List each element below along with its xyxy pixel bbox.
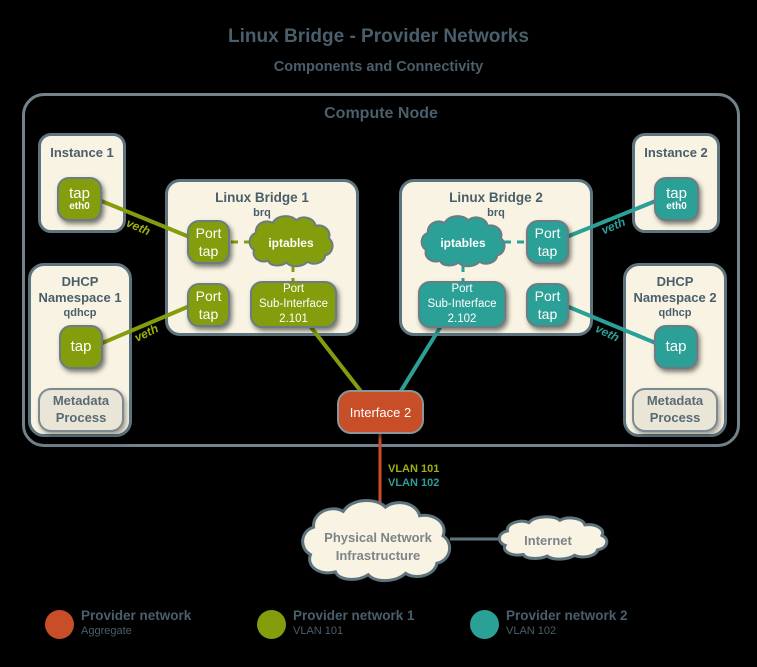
- bridge2-subif-line2: Sub-Interface: [427, 298, 497, 311]
- dhcp2-tap-label: tap: [665, 338, 687, 356]
- bridge2-port-top-line2: tap: [537, 243, 558, 259]
- bridge1-port-top-line2: tap: [198, 243, 219, 259]
- dhcp2-title-line1: DHCP: [656, 274, 694, 289]
- bridge2-subif-line3: 2.102: [447, 312, 477, 325]
- dhcp1-title-line1: DHCP: [61, 274, 99, 289]
- dhcp1-tap-label: tap: [70, 338, 92, 356]
- provider-network1-dot-icon: [257, 610, 286, 639]
- interface2-chip: Interface 2: [337, 390, 424, 434]
- veth-line-dhcp1: [99, 303, 193, 346]
- metadata1-line2: Process: [55, 410, 107, 425]
- bridge2-port-bottom-line1: Port: [534, 287, 561, 304]
- provider-network2-dot-icon: [470, 610, 499, 639]
- bridge2-port-bottom-line2: tap: [537, 306, 558, 322]
- veth-line-instance2: [563, 198, 659, 240]
- legend-item-provider-network: Provider network Aggregate: [45, 608, 191, 639]
- subif2-to-interface2-line: [397, 324, 443, 396]
- metadata-process1-box: Metadata Process: [38, 388, 124, 432]
- bridge1-port-top-line1: Port: [195, 224, 222, 241]
- bridge1-subif-line3: 2.101: [279, 312, 308, 325]
- instance1-title: Instance 1: [50, 145, 114, 160]
- physical-network-line2: Infrastructure: [335, 547, 421, 563]
- compute-node-label: Compute Node: [324, 105, 438, 122]
- bridge1-port-tap-top-chip: Port tap: [187, 220, 230, 264]
- legend3-label: Provider network 2: [506, 608, 628, 623]
- instance1-tap-sublabel: eth0: [69, 201, 90, 213]
- bridge1-port-bottom-line2: tap: [198, 306, 219, 322]
- vlan102-label: VLAN 102: [388, 477, 440, 489]
- bridge2-port-top-line1: Port: [534, 224, 561, 241]
- dhcp2-title-line2: Namespace 2: [633, 290, 717, 306]
- instance1-tap-label: tap: [69, 184, 90, 202]
- metadata1-line1: Metadata: [52, 393, 110, 409]
- instance2-tap-sublabel: eth0: [666, 201, 687, 213]
- page-title: Linux Bridge - Provider Networks: [228, 26, 529, 47]
- bridge2-title: Linux Bridge 2: [449, 190, 543, 205]
- bridge1-port-tap-bottom-chip: Port tap: [187, 283, 230, 327]
- legend2-label: Provider network 1: [293, 608, 415, 623]
- dhcp2-tap-chip: tap: [654, 325, 698, 369]
- physical-network-line1: Physical Network: [324, 530, 432, 545]
- iptables1-label: iptables: [268, 236, 314, 250]
- page-subtitle: Components and Connectivity: [273, 59, 484, 75]
- instance2-tap-chip: tap eth0: [654, 177, 699, 221]
- instance1-tap-chip: tap eth0: [57, 177, 102, 221]
- dhcp1-subtitle: qdhcp: [63, 306, 97, 319]
- dhcp1-title-line2: Namespace 1: [38, 290, 122, 306]
- provider-network-aggregate-dot-icon: [45, 610, 74, 639]
- veth-line-instance1: [98, 198, 193, 240]
- bridge2-subtitle: brq: [487, 206, 505, 219]
- bridge1-subif-line2: Sub-Interface: [258, 298, 329, 311]
- bridge1-port-bottom-line1: Port: [195, 287, 222, 304]
- instance2-title: Instance 2: [644, 145, 708, 160]
- iptables2-cloud-icon: [422, 216, 505, 266]
- internet-label: Internet: [524, 533, 572, 548]
- iptables2-label: iptables: [440, 236, 486, 250]
- bridge2-sub-interface-chip: Port Sub-Interface 2.102: [418, 281, 506, 328]
- metadata2-line2: Process: [649, 410, 701, 425]
- legend2-sublabel: VLAN 101: [293, 625, 344, 638]
- bridge1-subtitle: brq: [253, 206, 271, 219]
- metadata-process2-box: Metadata Process: [632, 388, 718, 432]
- legend1-label: Provider network: [81, 608, 192, 623]
- vlan101-label: VLAN 101: [388, 463, 440, 475]
- veth-line-dhcp2: [563, 303, 659, 346]
- iptables1-cloud-icon: [250, 216, 333, 266]
- subif1-to-interface2-line: [308, 324, 365, 396]
- bridge1-sub-interface-chip: Port Sub-Interface 2.101: [250, 281, 337, 328]
- physical-network-cloud: [303, 500, 450, 580]
- interface2-label: Interface 2: [349, 404, 412, 420]
- legend-item-provider-network1: Provider network 1 VLAN 101: [257, 608, 415, 639]
- bridge2-port-tap-bottom-chip: Port tap: [526, 283, 569, 327]
- bridge1-subif-line1: Port: [282, 283, 305, 296]
- instance2-tap-label: tap: [666, 184, 687, 202]
- internet-cloud: [499, 517, 606, 559]
- bridge2-port-tap-top-chip: Port tap: [526, 220, 569, 264]
- dhcp1-tap-chip: tap: [59, 325, 103, 369]
- bridge2-subif-line1: Port: [451, 283, 473, 296]
- metadata2-line1: Metadata: [646, 393, 704, 409]
- legend3-sublabel: VLAN 102: [506, 625, 557, 638]
- legend-item-provider-network2: Provider network 2 VLAN 102: [470, 608, 628, 639]
- physical-network-label: Physical Network Infrastructure: [308, 529, 448, 564]
- bridge1-title: Linux Bridge 1: [215, 190, 309, 205]
- legend1-sublabel: Aggregate: [81, 625, 132, 638]
- dhcp2-subtitle: qdhcp: [658, 306, 692, 319]
